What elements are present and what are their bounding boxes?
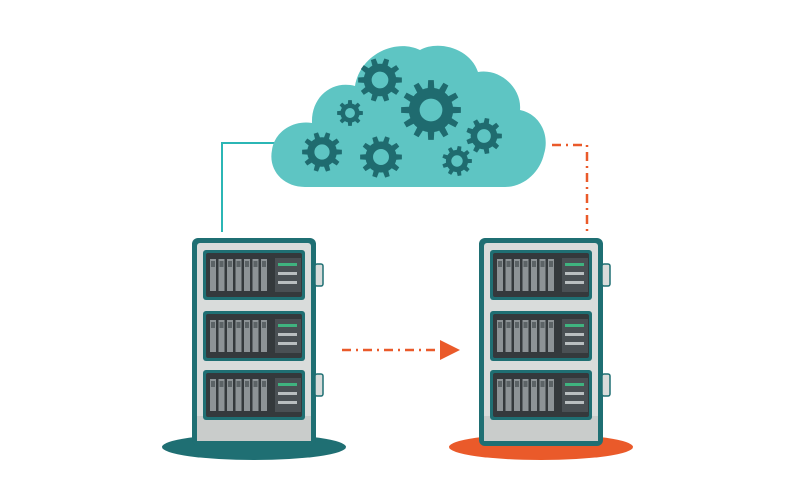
drive-bay — [548, 320, 554, 352]
drive-bay — [514, 259, 520, 291]
drive-bay — [227, 259, 233, 291]
drive-bay — [531, 320, 537, 352]
status-led — [278, 383, 297, 386]
arrow-right-icon — [440, 340, 460, 360]
drive-bay — [261, 259, 267, 291]
drive-bay — [548, 379, 554, 411]
status-led — [565, 263, 584, 266]
rack-plinth — [197, 416, 311, 441]
status-led — [278, 324, 297, 327]
drive-bay — [505, 259, 512, 291]
drive-bay — [218, 379, 225, 411]
gear-group — [302, 58, 502, 178]
server-rack-icon — [479, 238, 611, 446]
drive-bay — [539, 320, 546, 352]
drive-bay — [218, 259, 225, 291]
cloud-to-replica-link — [552, 143, 589, 232]
server-unit — [203, 250, 305, 300]
drive-bay — [522, 379, 529, 411]
rack-handle — [314, 263, 324, 287]
drive-bay — [531, 379, 537, 411]
drive-bay — [235, 320, 242, 352]
drive-bay — [497, 379, 503, 411]
drive-bay — [539, 379, 546, 411]
gear-icon — [360, 136, 402, 178]
drive-bay — [497, 320, 503, 352]
drive-bay — [235, 259, 242, 291]
drive-bay — [548, 259, 554, 291]
status-led — [278, 263, 297, 266]
drive-bay — [252, 379, 259, 411]
server-unit — [203, 311, 305, 361]
rack-plinth — [484, 416, 598, 441]
drive-bay — [227, 379, 233, 411]
drive-bay — [244, 320, 250, 352]
server-unit — [490, 250, 592, 300]
drive-bay — [261, 320, 267, 352]
drive-bay — [244, 259, 250, 291]
drive-bay — [235, 379, 242, 411]
server-rack-icon — [192, 238, 324, 446]
gear-icon — [302, 132, 342, 172]
gear-icon — [358, 58, 402, 102]
drive-bay — [227, 320, 233, 352]
drive-bay — [210, 320, 216, 352]
drive-bay — [261, 379, 267, 411]
replica-server-rack — [449, 238, 633, 460]
gear-icon — [466, 118, 502, 154]
gear-icon — [401, 80, 461, 140]
status-led — [565, 383, 584, 386]
drive-bay — [505, 320, 512, 352]
drive-bay — [210, 379, 216, 411]
rack-handle — [601, 263, 611, 287]
drive-bay — [252, 320, 259, 352]
drive-bay — [522, 320, 529, 352]
drive-bay — [252, 259, 259, 291]
rack-handle — [314, 373, 324, 397]
drive-bay — [514, 379, 520, 411]
drive-bay — [539, 259, 546, 291]
drive-bay — [514, 320, 520, 352]
server-unit — [203, 370, 305, 420]
cloud-shape — [271, 45, 546, 187]
drive-bay — [210, 259, 216, 291]
server-unit — [490, 370, 592, 420]
primary-server-rack — [162, 238, 346, 460]
drive-bay — [244, 379, 250, 411]
cloud-icon — [271, 45, 546, 187]
drive-bay — [522, 259, 529, 291]
gear-icon — [337, 100, 363, 126]
drive-bay — [505, 379, 512, 411]
status-led — [565, 324, 584, 327]
rack-handle — [601, 373, 611, 397]
drive-bay — [218, 320, 225, 352]
drive-bay — [497, 259, 503, 291]
drive-bay — [531, 259, 537, 291]
gear-icon — [442, 146, 472, 176]
server-unit — [490, 311, 592, 361]
